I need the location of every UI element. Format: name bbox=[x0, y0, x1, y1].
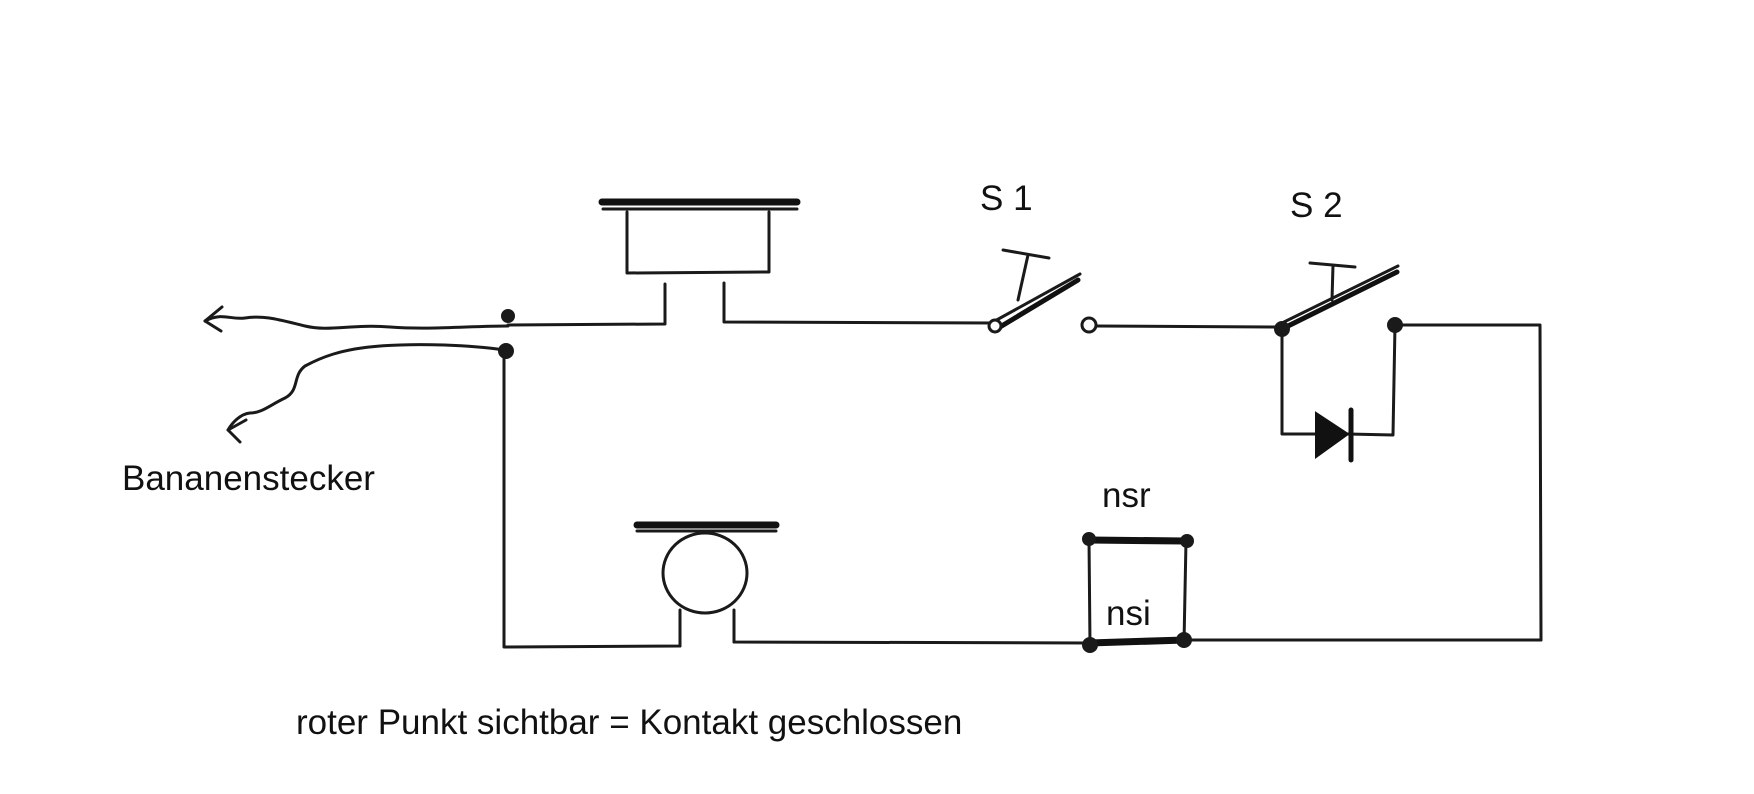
buzzer-symbol bbox=[633, 521, 780, 648]
s2-diode-branch bbox=[1280, 323, 1397, 437]
nsr-dot-left bbox=[1082, 532, 1096, 546]
switch-s2 bbox=[1274, 261, 1403, 463]
wire-top-left bbox=[506, 282, 667, 327]
label-s2: S 2 bbox=[1290, 186, 1343, 225]
s1-push-actuator bbox=[1001, 248, 1051, 302]
banana-lead-lower bbox=[226, 343, 507, 432]
nsi-contact-bar bbox=[1085, 636, 1189, 647]
diode-triangle bbox=[1315, 411, 1350, 459]
banana-lead-upper-arrow bbox=[203, 305, 224, 333]
s1-contact-right bbox=[1080, 316, 1098, 334]
banana-lead-upper bbox=[203, 315, 510, 330]
junction-lower bbox=[498, 343, 514, 359]
buzzer-circle bbox=[661, 531, 749, 615]
dial-contacts bbox=[1082, 532, 1194, 653]
banana-lead-lower-arrow bbox=[226, 418, 248, 444]
wire-s1-to-s2 bbox=[1093, 324, 1282, 329]
label-s1: S 1 bbox=[980, 179, 1033, 218]
wire-s2-to-right bbox=[1392, 323, 1543, 642]
junction-upper bbox=[501, 309, 515, 323]
label-nsr: nsr bbox=[1102, 476, 1151, 515]
lamp-body bbox=[625, 210, 771, 275]
s1-contact-left bbox=[987, 318, 1003, 334]
s2-lever-2 bbox=[1282, 264, 1400, 324]
nsi-dot-right bbox=[1176, 632, 1192, 648]
label-nsi: nsi bbox=[1106, 594, 1151, 633]
lamp-symbol bbox=[598, 198, 801, 275]
s1-lever-2 bbox=[991, 272, 1082, 324]
nsr-contact-bar bbox=[1085, 536, 1189, 545]
wire-lamp-to-s1 bbox=[722, 281, 997, 325]
s2-push-actuator bbox=[1308, 261, 1357, 302]
nsi-dot-left bbox=[1082, 637, 1098, 653]
s2-lever bbox=[1277, 269, 1400, 333]
top-wiring bbox=[506, 281, 1543, 642]
s1-lever bbox=[992, 277, 1081, 333]
banana-plug-leads bbox=[203, 305, 510, 444]
nsr-dot-right bbox=[1180, 534, 1194, 548]
legend-text: roter Punkt sichtbar = Kontakt geschloss… bbox=[296, 703, 962, 742]
label-bananenstecker: Bananenstecker bbox=[122, 459, 375, 498]
wire-left-return bbox=[502, 350, 682, 649]
contact-side-right bbox=[1182, 539, 1188, 645]
contact-side-left bbox=[1087, 538, 1092, 647]
switch-s1 bbox=[987, 248, 1098, 334]
